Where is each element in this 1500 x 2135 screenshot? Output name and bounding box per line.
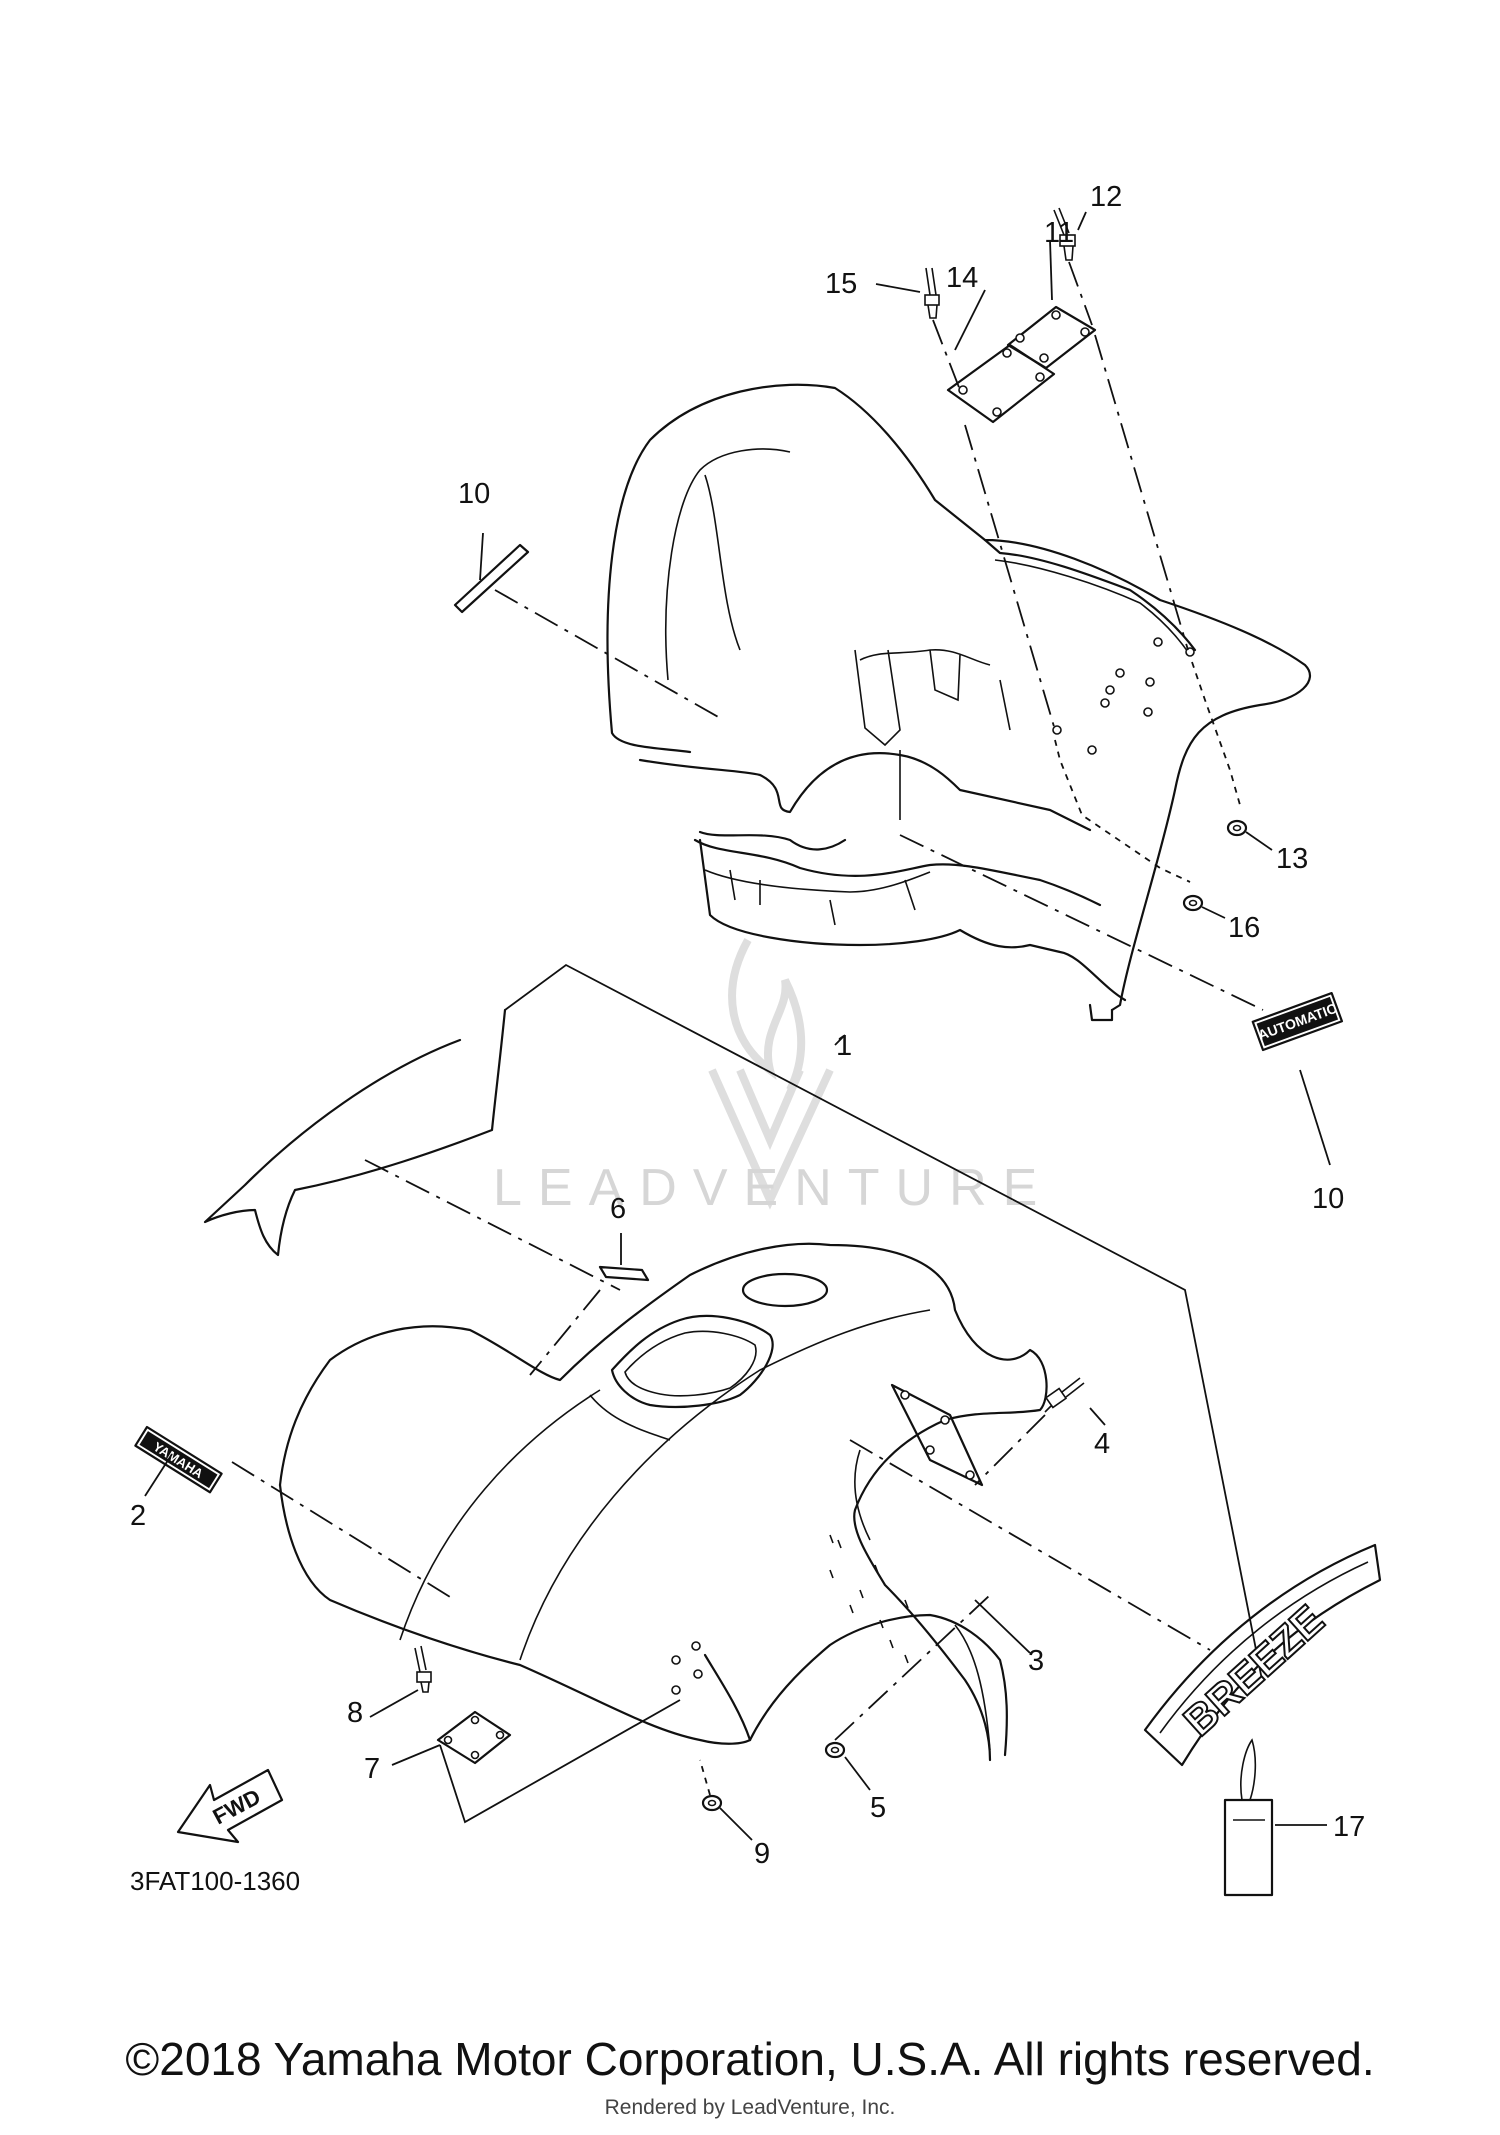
callout-9: 9 <box>754 1838 770 1870</box>
leader-lines <box>144 211 1331 1841</box>
plate-3 <box>890 1383 984 1487</box>
callout-10-upper: 10 <box>458 478 490 510</box>
fwd-arrow-text: FWD <box>209 1784 265 1830</box>
callout-12: 12 <box>1090 181 1122 213</box>
callout-13: 13 <box>1276 843 1308 875</box>
callout-14: 14 <box>946 262 978 294</box>
callout-8: 8 <box>347 1697 363 1729</box>
callout-1: 1 <box>836 1030 852 1062</box>
decal-6 <box>598 1265 650 1282</box>
nut-5 <box>824 1741 846 1759</box>
leadventure-flame-logo <box>708 938 834 1210</box>
fwd-arrow-icon: FWD <box>176 1768 284 1844</box>
rivet-12 <box>1053 207 1076 261</box>
decal-10-left <box>453 543 530 614</box>
plate-assembly <box>924 207 1241 883</box>
callout-3: 3 <box>1028 1645 1044 1677</box>
breeze-decal-text: BREEZE <box>1175 1596 1333 1745</box>
callout-15: 15 <box>825 268 857 300</box>
tag-17 <box>1223 1738 1274 1897</box>
watermark: LEADVENTURE <box>493 938 1053 1217</box>
yamaha-decal: YAMAHA <box>134 1425 223 1494</box>
callout-2: 2 <box>130 1500 146 1532</box>
plate-14 <box>946 343 1056 424</box>
callouts: 1 2 3 4 5 6 7 8 9 10 10 11 12 13 14 15 1… <box>130 181 1365 1870</box>
callout-6: 6 <box>610 1193 626 1225</box>
copyright-notice: ©2018 Yamaha Motor Corporation, U.S.A. A… <box>125 2033 1375 2085</box>
watermark-text: LEADVENTURE <box>493 1159 1053 1217</box>
callout-10-lower: 10 <box>1312 1183 1344 1215</box>
upper-fender-assembly <box>606 383 1312 1022</box>
nut-9 <box>701 1794 723 1812</box>
rendered-by-notice: Rendered by LeadVenture, Inc. <box>604 2096 896 2119</box>
callout-7: 7 <box>364 1753 380 1785</box>
lower-fender-assembly <box>203 963 1263 1765</box>
plate-7 <box>436 1710 512 1765</box>
automatic-decal: AUTOMATIC <box>1251 991 1344 1052</box>
callout-11: 11 <box>1044 217 1074 249</box>
callout-16: 16 <box>1228 912 1260 944</box>
diagram-code: 3FAT100-1360 <box>130 1866 300 1896</box>
plate-11 <box>1006 305 1097 370</box>
callout-5: 5 <box>870 1792 886 1824</box>
rivet-8 <box>414 1645 432 1693</box>
breeze-decal: BREEZE <box>1143 1543 1382 1767</box>
callout-17: 17 <box>1333 1811 1365 1843</box>
nut-16 <box>1182 894 1204 912</box>
rivet-4 <box>1044 1377 1085 1413</box>
rivet-15 <box>924 267 940 319</box>
callout-4: 4 <box>1094 1428 1110 1460</box>
nut-13 <box>1226 819 1248 837</box>
